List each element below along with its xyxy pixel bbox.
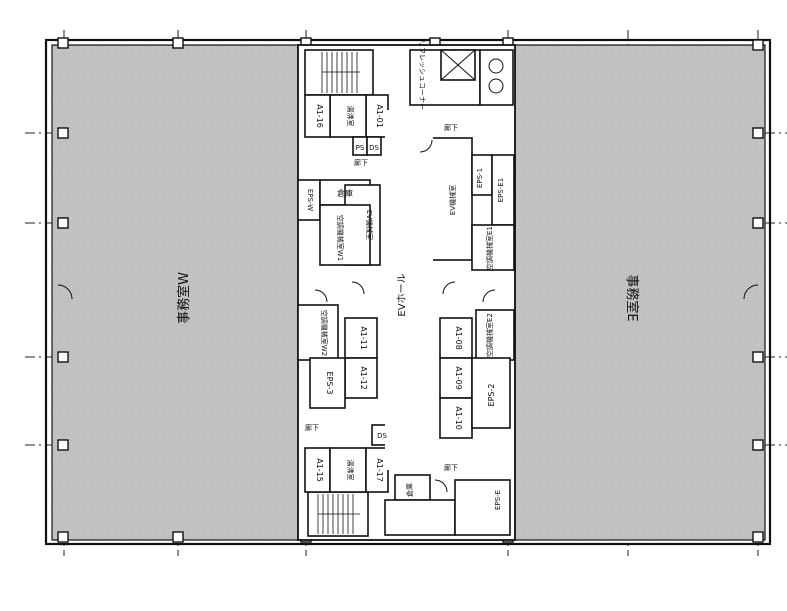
- room-a1-10: [439, 397, 473, 439]
- room-eps-3: [309, 357, 346, 409]
- label-ev-hall: EVホール: [396, 273, 408, 316]
- office-west-area: [51, 44, 299, 541]
- label-office-west: 事務室W: [176, 272, 192, 324]
- label-ac-e1: 空調機械室E1: [485, 226, 494, 270]
- office-east-area: [514, 44, 766, 541]
- label-corridor-4: 廊下: [305, 423, 319, 432]
- label-ps-north: PS: [356, 144, 365, 152]
- label-corridor-1: 廊下: [354, 158, 368, 167]
- label-ds-north: DS: [369, 144, 379, 152]
- room-wc-block: [384, 499, 456, 536]
- label-corridor-2: 廊下: [444, 123, 458, 132]
- label-eps-2: EPS-2: [487, 384, 496, 407]
- room-a1-16: [304, 94, 331, 138]
- label-eps-e: EPS-E: [494, 490, 502, 510]
- label-a1-09: A1-09: [454, 366, 463, 390]
- label-eps-1: EPS-1: [476, 168, 484, 188]
- label-eps-w: EPS-W: [306, 189, 314, 211]
- room-eps-2: [471, 357, 511, 429]
- label-office-east: 事務室E: [624, 274, 640, 321]
- label-corridor-3: 廊下: [444, 463, 458, 472]
- label-ev-machine-east: EV機械室: [448, 185, 457, 215]
- stair-south-west: [307, 491, 369, 537]
- label-ds-south: DS: [377, 432, 387, 440]
- label-a1-01: A1-01: [375, 104, 384, 128]
- label-eps-e1: EPS-E1: [497, 178, 505, 203]
- label-ws-south: 湯沸室: [346, 460, 355, 481]
- label-a1-16: A1-16: [315, 104, 324, 128]
- label-refresh-corner: リフレッシュコーナー: [418, 40, 426, 110]
- label-storage-west: 倉庫: [337, 188, 353, 198]
- label-ac-w2: 空調機械室W2: [320, 310, 329, 356]
- room-ws-east-south: [454, 479, 511, 536]
- room-ac-w2: [297, 304, 339, 361]
- label-storage-south: 倉庫: [405, 483, 414, 497]
- room-ws-north: [329, 94, 367, 138]
- label-a1-08: A1-08: [454, 326, 463, 350]
- label-eps-3: EPS-3: [325, 372, 334, 395]
- door-swings: [57, 139, 759, 493]
- room-ac-w1: [319, 204, 371, 266]
- room-ac-e2: [475, 309, 515, 361]
- stair-north-west: [304, 49, 374, 96]
- label-ac-e2: 空調機械室E2: [485, 313, 494, 357]
- label-a1-12: A1-12: [359, 366, 368, 390]
- label-a1-11: A1-11: [359, 326, 368, 350]
- room-a1-15: [304, 447, 331, 493]
- building-outline: [44, 38, 772, 546]
- room-ac-e1: [471, 224, 515, 271]
- label-a1-17: A1-17: [375, 458, 384, 482]
- room-ds-north: [366, 136, 382, 156]
- label-ac-w1: 空調機械室W1: [336, 215, 345, 261]
- room-ps-east: [479, 49, 514, 106]
- label-ev-machine-west: EV機械室: [365, 210, 374, 240]
- label-a1-10: A1-10: [454, 406, 463, 430]
- label-ws-north: 湯沸室: [346, 106, 355, 127]
- ev-hall-area: [385, 110, 433, 470]
- label-a1-15: A1-15: [315, 458, 324, 482]
